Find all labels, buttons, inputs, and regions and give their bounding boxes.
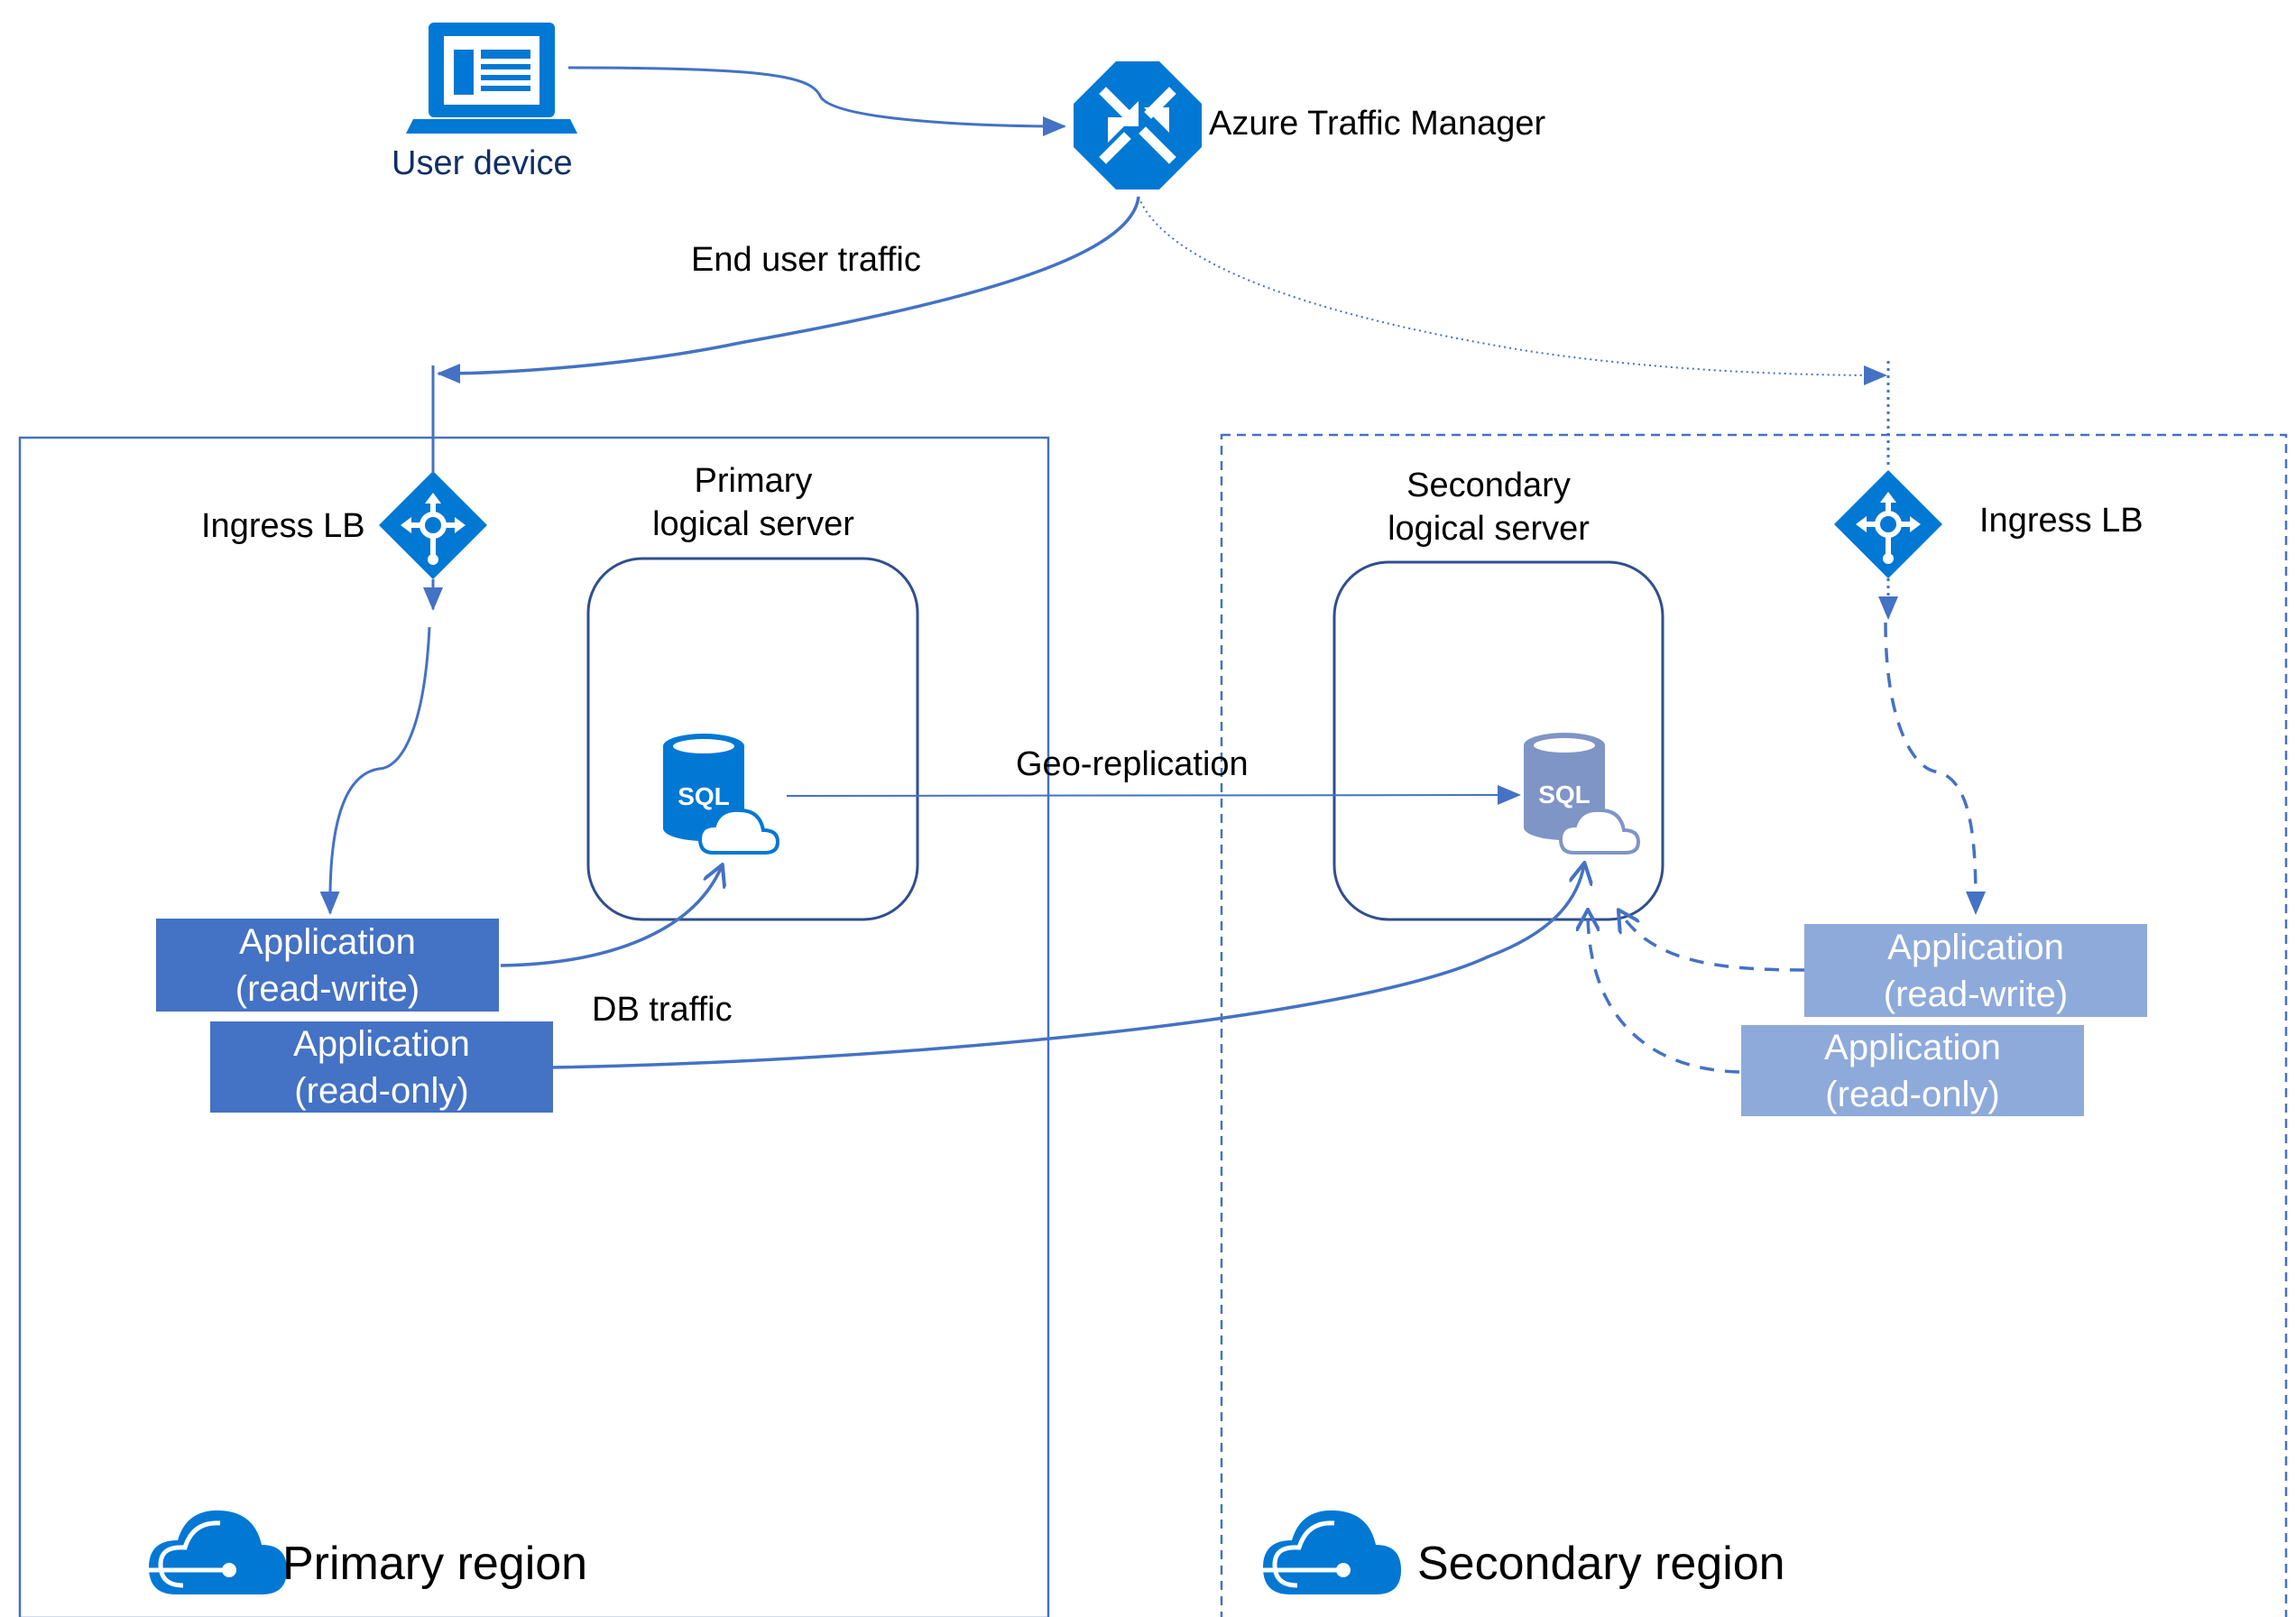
secondary-app-ro-to-db-edge (1588, 911, 1740, 1074)
app-ro-line2: (read-only) (1825, 1074, 2000, 1114)
app-rw-line1: Application (1887, 927, 2064, 967)
app-ro-line1: Application (293, 1023, 470, 1064)
sql-label: SQL (1538, 781, 1591, 808)
sql-label: SQL (678, 782, 730, 810)
traffic-manager-icon (1074, 61, 1202, 189)
app-read-only-primary: Application (read-only) (210, 1021, 553, 1113)
secondary-lb-to-app-rw-edge (1884, 622, 1986, 915)
primary-server-title-line1: Primary (694, 462, 813, 500)
end-user-traffic-edge (437, 196, 1140, 383)
traffic-manager-label: Azure Traffic Manager (1209, 105, 1546, 143)
end-user-traffic-label: End user traffic (691, 241, 921, 279)
secondary-region-title: Secondary region (1417, 1538, 1785, 1590)
app-rw-line1: Application (239, 921, 416, 962)
user-to-tm-edge (567, 66, 1066, 136)
primary-region-title: Primary region (282, 1538, 588, 1590)
db-traffic-label: DB traffic (592, 991, 733, 1029)
secondary-server-title-line2: logical server (1388, 509, 1590, 548)
geo-replication-label: Geo-replication (1016, 745, 1249, 783)
sql-database-icon: SQL (663, 734, 780, 855)
primary-server-box (586, 557, 919, 921)
app-rw-to-primary-db-edge (500, 866, 722, 967)
user-device-label: User device (392, 144, 573, 182)
secondary-server-title: Secondary logical server (1358, 465, 1619, 550)
app-rw-line2: (read-write) (1883, 974, 2069, 1014)
app-read-write-primary: Application (read-write) (156, 919, 499, 1012)
secondary-server-box (1332, 560, 1664, 921)
primary-server-title: Primary logical server (622, 460, 884, 546)
primary-region-box (18, 436, 1050, 1617)
failover-dotted-edge (1138, 196, 1887, 385)
secondary-region-box (1220, 433, 2288, 1617)
app-ro-to-secondary-db-edge (549, 864, 1584, 1069)
lb-to-app-rw-edge (319, 626, 431, 915)
laptop-icon (406, 23, 577, 134)
region-cloud-icon (149, 1510, 287, 1594)
app-ro-line1: Application (1824, 1027, 2001, 1067)
load-balancer-icon (1834, 470, 1942, 578)
primary-server-title-line2: logical server (652, 504, 854, 543)
app-read-write-secondary: Application (read-write) (1804, 924, 2147, 1017)
app-rw-line2: (read-write) (235, 968, 420, 1009)
secondary-ingress-label: Ingress LB (1979, 502, 2144, 540)
sql-database-icon: SQL (1524, 733, 1641, 855)
app-read-only-secondary: Application (read-only) (1741, 1025, 2084, 1116)
region-cloud-icon (1263, 1510, 1401, 1594)
geo-replication-edge (786, 785, 1521, 806)
secondary-app-rw-to-db-edge (1619, 911, 1805, 972)
primary-ingress-label: Ingress LB (201, 507, 365, 545)
secondary-server-title-line1: Secondary (1406, 467, 1571, 504)
app-ro-line2: (read-only) (294, 1070, 469, 1111)
load-balancer-icon (379, 471, 487, 579)
